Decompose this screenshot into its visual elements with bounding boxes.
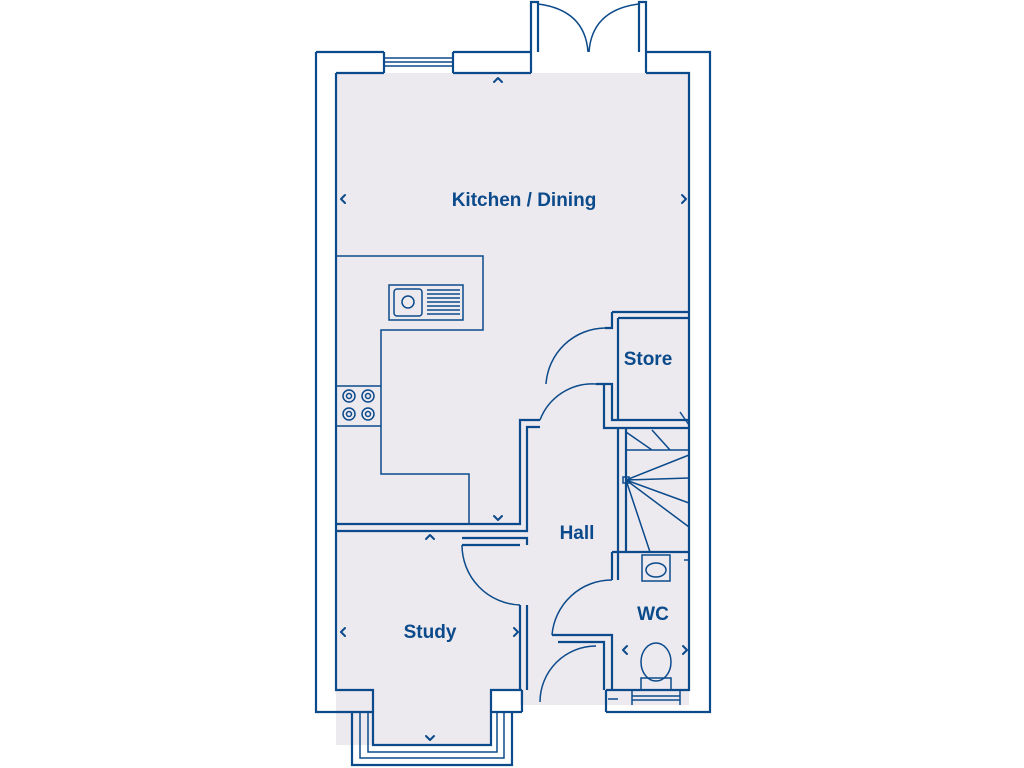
toilet-icon bbox=[640, 642, 672, 691]
kitchen-units bbox=[336, 255, 484, 524]
room-label-kitchen-dining: Kitchen / Dining bbox=[452, 190, 597, 211]
sink-icon bbox=[388, 284, 464, 321]
dimension-markers bbox=[340, 77, 688, 741]
basin-icon bbox=[641, 554, 671, 582]
room-label-store: Store bbox=[624, 349, 673, 370]
room-label-hall: Hall bbox=[560, 523, 595, 544]
staircase bbox=[622, 411, 690, 553]
room-label-wc: WC bbox=[637, 604, 669, 625]
floor-area bbox=[336, 73, 689, 745]
bay-window bbox=[350, 712, 514, 767]
french-doors bbox=[529, 0, 648, 53]
door-swings bbox=[461, 327, 613, 703]
hob-icon bbox=[342, 389, 375, 421]
window-marks bbox=[608, 559, 689, 705]
room-label-study: Study bbox=[404, 622, 457, 643]
top-window bbox=[384, 57, 453, 67]
